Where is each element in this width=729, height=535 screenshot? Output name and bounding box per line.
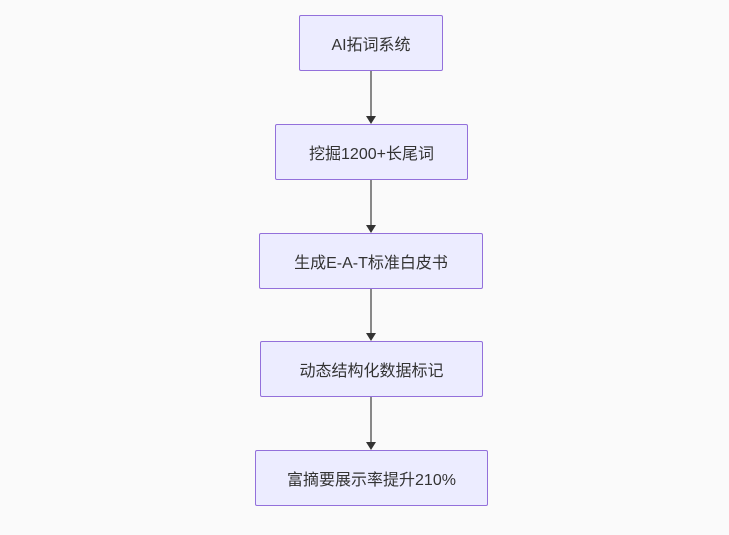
arrowhead-down-icon (366, 333, 376, 341)
flow-node-eat-whitepaper: 生成E-A-T标准白皮书 (259, 233, 483, 289)
flow-node-longtail-mining: 挖掘1200+长尾词 (275, 124, 468, 180)
flow-node-rich-snippet-result: 富摘要展示率提升210% (255, 450, 488, 506)
flow-edge-1 (366, 71, 376, 124)
flow-node-structured-data: 动态结构化数据标记 (260, 341, 483, 397)
flow-node-ai-word-system: AI拓词系统 (299, 15, 443, 71)
arrowhead-down-icon (366, 225, 376, 233)
flow-node-label: 富摘要展示率提升210% (287, 472, 456, 489)
flow-node-label: 挖掘1200+长尾词 (309, 146, 434, 163)
flow-edge-3 (366, 289, 376, 341)
flow-edge-4 (366, 397, 376, 450)
flow-node-label: AI拓词系统 (331, 37, 411, 54)
arrowhead-down-icon (366, 116, 376, 124)
flow-edge-2 (366, 180, 376, 233)
arrowhead-down-icon (366, 442, 376, 450)
flow-node-label: 生成E-A-T标准白皮书 (294, 255, 448, 272)
flow-node-label: 动态结构化数据标记 (299, 363, 444, 380)
